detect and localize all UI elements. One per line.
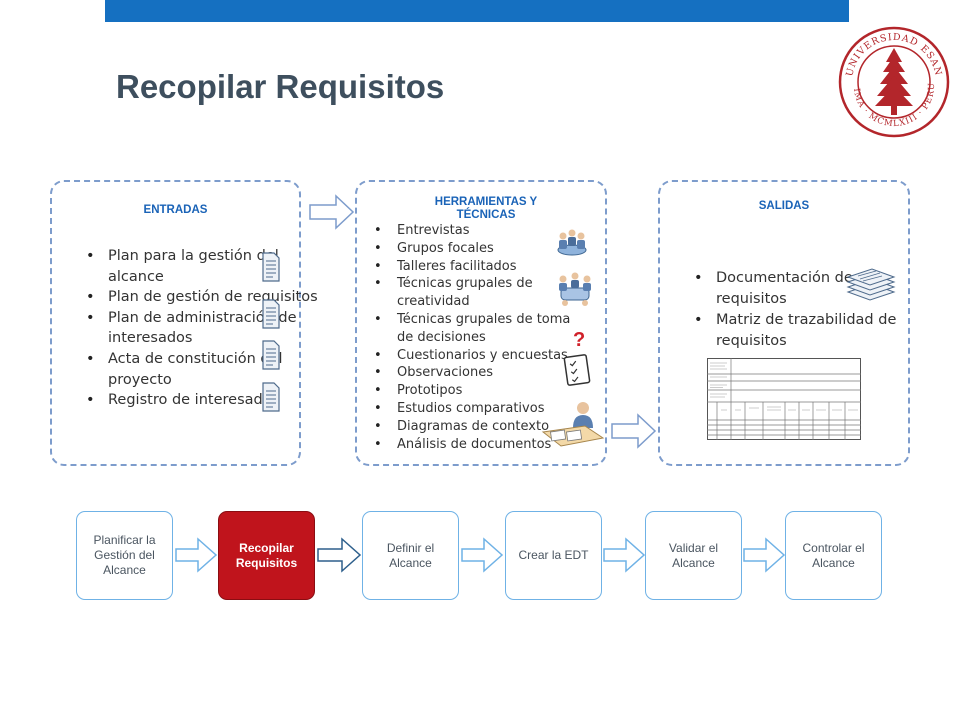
top-accent-bar [105, 0, 849, 22]
list-item: Plan de administración de interesados [80, 308, 320, 349]
list-item: Diagramas de contexto [369, 418, 589, 436]
document-icon [262, 299, 280, 329]
list-item: Grupos focales [369, 240, 589, 258]
arrow-right-icon [611, 413, 657, 449]
document-icon [262, 340, 280, 370]
tools-heading: HERRAMIENTAS Y TÉCNICAS [367, 196, 605, 222]
questionnaire-icon: ? [563, 330, 591, 386]
inputs-list: Plan para la gestión del alcance Plan de… [80, 246, 320, 411]
list-item: Talleres facilitados [369, 258, 589, 276]
list-item: Entrevistas [369, 222, 589, 240]
list-item: Técnicas grupales de creatividad [369, 275, 589, 311]
traceability-matrix-thumbnail [707, 358, 861, 440]
arrow-right-icon [743, 537, 786, 573]
document-analysis-icon [541, 402, 605, 447]
meeting-icon [557, 229, 587, 256]
tools-panel: HERRAMIENTAS Y TÉCNICAS Entrevistas Grup… [355, 180, 607, 466]
list-item: Acta de constitución del proyecto [80, 349, 320, 390]
tools-heading-line1: HERRAMIENTAS Y [434, 196, 538, 208]
tools-heading-line2: TÉCNICAS [456, 209, 516, 221]
inputs-heading: ENTRADAS [143, 204, 208, 216]
svg-text:?: ? [573, 330, 585, 351]
tools-list: Entrevistas Grupos focales Talleres faci… [369, 222, 589, 453]
university-seal-logo: UNIVERSIDAD ESAN LIMA · MCMLXIII · PERU [838, 26, 950, 138]
document-icon [262, 252, 280, 282]
arrow-right-icon [309, 194, 355, 230]
arrow-right-icon [175, 537, 218, 573]
arrow-right-icon [461, 537, 504, 573]
list-item: Observaciones [369, 364, 589, 382]
flow-step-definir: Definir el Alcance [362, 511, 459, 600]
list-item: Análisis de documentos [369, 436, 589, 454]
document-icon [262, 382, 280, 412]
flow-step-validar: Validar el Alcance [645, 511, 742, 600]
document-stack-icon [846, 268, 896, 301]
flow-step-controlar: Controlar el Alcance [785, 511, 882, 600]
group-meeting-icon [559, 272, 591, 306]
arrow-right-icon [317, 537, 362, 573]
flow-step-planificar: Planificar la Gestión del Alcance [76, 511, 173, 600]
list-item: Técnicas grupales de toma de decisiones [369, 311, 589, 347]
arrow-right-icon [603, 537, 646, 573]
inputs-panel: ENTRADAS Plan para la gestión del alcanc… [50, 180, 318, 466]
list-item: Cuestionarios y encuestas [369, 347, 589, 365]
list-item: Registro de interesados [80, 390, 320, 411]
list-item: Plan para la gestión del alcance [80, 246, 320, 287]
list-item: Prototipos [369, 382, 589, 400]
list-item: Plan de gestión de requisitos [80, 287, 320, 308]
flow-step-crear-edt: Crear la EDT [505, 511, 602, 600]
page-title: Recopilar Requisitos [116, 68, 445, 105]
outputs-heading: SALIDAS [758, 200, 810, 212]
list-item: Documentación de requisitos [688, 268, 918, 310]
list-item: Matriz de trazabilidad de requisitos [688, 310, 918, 352]
flow-step-recopilar: Recopilar Requisitos [218, 511, 315, 600]
list-item: Estudios comparativos [369, 400, 589, 418]
outputs-list: Documentación de requisitos Matriz de tr… [688, 268, 918, 352]
